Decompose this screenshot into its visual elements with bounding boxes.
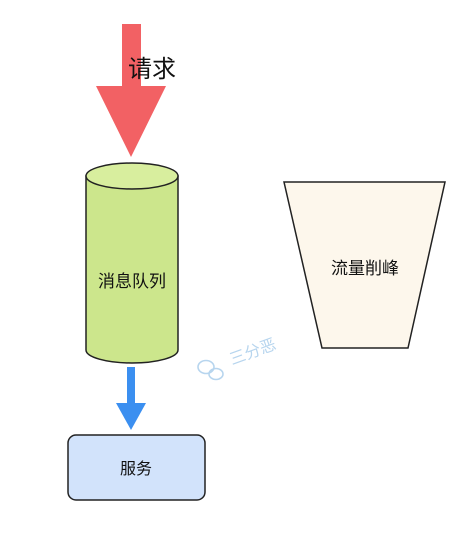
service-arrow [116,367,146,430]
request-arrow [96,24,166,157]
watermark-text: 三分恶 [227,334,279,368]
wechat-icon [197,359,224,381]
request-label: 请求 [128,55,176,83]
service-box [67,434,206,501]
watermark: 三分恶 [197,334,279,381]
message-queue-cylinder [85,162,179,364]
service-label: 服务 [120,459,152,478]
peak-shaving-funnel [283,181,446,349]
queue-label: 消息队列 [98,272,166,292]
peak-shaving-label: 流量削峰 [331,259,399,279]
